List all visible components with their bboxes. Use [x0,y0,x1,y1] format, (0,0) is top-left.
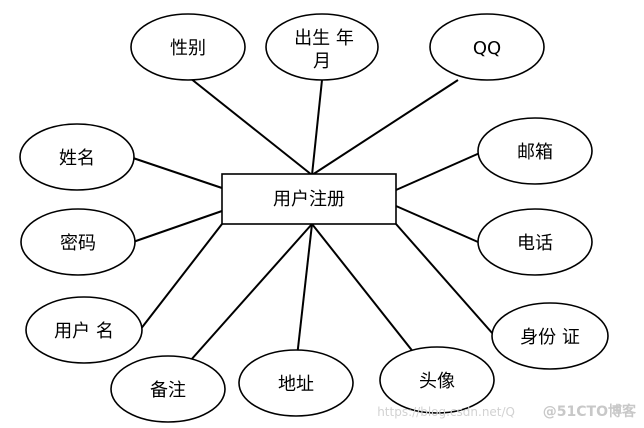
attribute-ellipse [429,13,545,81]
attribute-password: 密码 [20,208,136,276]
connector-idcard [395,223,494,335]
attribute-label: 头像 [419,371,455,392]
entity-label: 用户注册 [273,189,345,210]
attribute-full-name: 姓名 [19,123,135,191]
attribute-qq: QQ [429,13,545,81]
connector-name [132,157,223,189]
connector-birth [311,79,323,176]
watermark-url: https://blog.csdn.net/Q [377,405,515,419]
attribute-ellipse [238,349,354,417]
attribute-birth-date: 出生 年 月 [265,13,379,81]
attribute-label: 邮箱 [517,142,553,163]
attribute-ellipse [130,13,246,81]
attribute-gender: 性别 [130,13,246,81]
attribute-label-line2: 月 [313,51,331,72]
attribute-ellipse [477,117,593,185]
entity-user-registration: 用户注册 [221,173,397,225]
connector-remark [181,223,313,371]
attribute-label: 备注 [150,380,186,401]
attribute-ellipse [110,355,226,423]
connector-phone [395,205,479,243]
watermark: https://blog.csdn.net/Q @51CTO博客 [377,403,637,420]
attribute-remark: 备注 [110,355,226,423]
connectors [132,77,494,371]
attribute-label: 电话 [517,233,553,254]
attribute-ellipse [265,13,379,81]
attribute-label: 身份 证 [520,327,580,348]
entity-box [221,173,397,225]
attribute-label: 密码 [60,233,96,254]
attribute-id-card: 身份 证 [491,302,609,370]
connector-password [132,210,223,243]
connector-avatar [311,223,419,359]
attribute-username: 用户 名 [25,296,143,364]
connector-address [296,223,313,358]
attribute-label: 姓名 [59,148,95,169]
connector-email [395,151,483,191]
attribute-phone: 电话 [477,208,593,276]
attribute-label: QQ [473,38,501,59]
attribute-label: 用户 名 [54,321,114,342]
attribute-ellipse [491,302,609,370]
connector-qq [311,79,459,176]
attribute-ellipse [477,208,593,276]
attribute-avatar: 头像 [379,346,495,414]
attribute-ellipse [379,346,495,414]
attribute-ellipse [19,123,135,191]
attribute-email: 邮箱 [477,117,593,185]
connector-gender [189,77,313,176]
attribute-label: 地址 [278,374,314,395]
watermark-brand: @51CTO博客 [543,403,637,420]
attribute-ellipse [20,208,136,276]
attribute-address: 地址 [238,349,354,417]
attribute-label-line1: 出生 年 [294,28,354,49]
connector-username [139,223,223,331]
attribute-ellipse [25,296,143,364]
attribute-label: 性别 [170,38,206,59]
